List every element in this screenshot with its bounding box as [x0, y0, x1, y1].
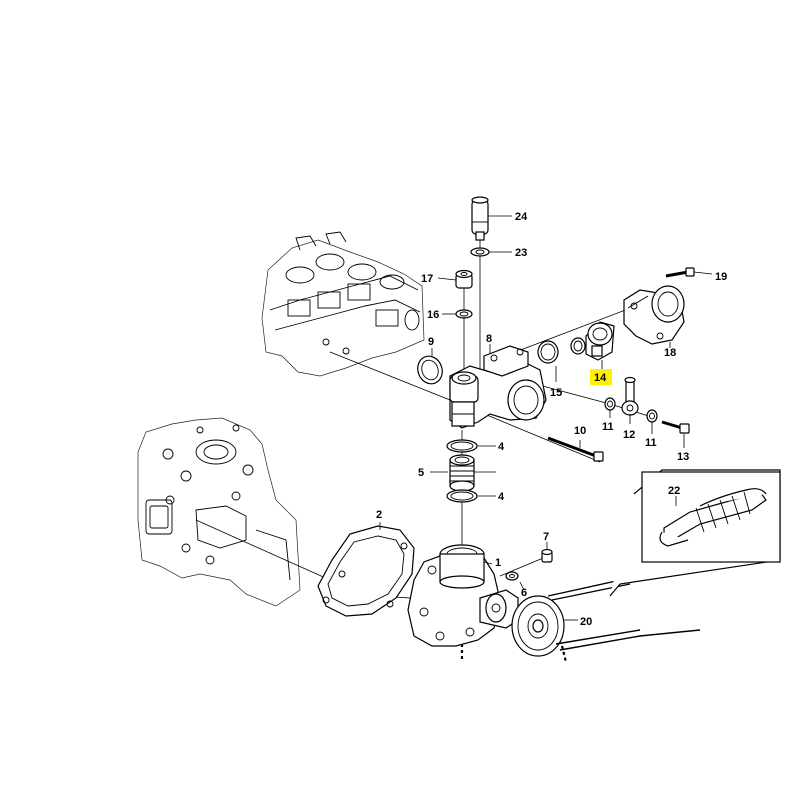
part-2-pump-gasket[interactable]: [317, 525, 415, 617]
callout-4-lower[interactable]: 4: [498, 491, 505, 503]
callout-24[interactable]: 24: [515, 211, 528, 223]
part-5-connecting-pipe[interactable]: [449, 454, 475, 492]
callout-5[interactable]: 5: [418, 467, 424, 479]
part-19-bolt[interactable]: [665, 267, 695, 278]
callout-20[interactable]: 20: [580, 616, 592, 628]
part-16-sealing-washer[interactable]: [455, 309, 473, 319]
callout-9[interactable]: 9: [428, 336, 434, 348]
callout-1[interactable]: 1: [495, 557, 501, 569]
callout-4-upper[interactable]: 4: [498, 441, 505, 453]
callout-19[interactable]: 19: [715, 271, 727, 283]
cylinder-head-outline: [261, 231, 425, 377]
callout-14[interactable]: 14: [594, 372, 607, 384]
part-15-o-ring[interactable]: [537, 340, 559, 364]
callout-7[interactable]: 7: [543, 531, 549, 543]
callout-17[interactable]: 17: [421, 273, 433, 285]
part-10-long-bolt[interactable]: [547, 436, 604, 462]
callout-8[interactable]: 8: [486, 333, 492, 345]
engine-block-outline: [137, 417, 301, 607]
callout-6[interactable]: 6: [521, 587, 527, 599]
centerline-dashes: [460, 644, 568, 663]
part-22-v-belt-detail[interactable]: [609, 469, 781, 597]
part-23-washer[interactable]: [470, 247, 490, 257]
callout-labels: 24 23 17 16 9 8 15 14 19 18 11 12 11 13 …: [376, 211, 727, 628]
callout-2[interactable]: 2: [376, 509, 382, 521]
callout-23[interactable]: 23: [515, 247, 527, 259]
part-4-o-ring-lower[interactable]: [446, 489, 478, 503]
part-13-bolt[interactable]: [661, 420, 690, 434]
part-14-thermostat[interactable]: [570, 321, 615, 361]
callout-10[interactable]: 10: [574, 425, 586, 437]
part-24-temperature-sensor[interactable]: [471, 196, 489, 241]
callout-16[interactable]: 16: [427, 309, 439, 321]
callout-18[interactable]: 18: [664, 347, 676, 359]
callout-leaders: [379, 215, 713, 621]
callout-11-left[interactable]: 11: [602, 421, 614, 433]
part-17-plug[interactable]: [455, 269, 473, 289]
part-4-o-ring-upper[interactable]: [446, 439, 478, 453]
part-20-pulley[interactable]: [511, 595, 565, 657]
highlight-marker-14: [590, 369, 612, 385]
part-18-outlet-elbow[interactable]: [623, 285, 685, 345]
part-11-washer-right[interactable]: [646, 409, 658, 423]
part-9-o-ring[interactable]: [414, 353, 446, 388]
drive-belt-strands: [547, 573, 701, 651]
callout-13[interactable]: 13: [677, 451, 689, 463]
part-7-bolt[interactable]: [541, 548, 553, 563]
part-11-washer-left[interactable]: [604, 397, 616, 411]
part-12-banjo-fitting[interactable]: [621, 376, 639, 416]
part-6-washer[interactable]: [505, 571, 519, 581]
callout-15[interactable]: 15: [550, 387, 562, 399]
callout-11-right[interactable]: 11: [645, 437, 657, 449]
callout-12[interactable]: 12: [623, 429, 635, 441]
part-1-water-pump[interactable]: [407, 544, 519, 647]
callout-22[interactable]: 22: [668, 485, 680, 497]
part-8-thermostat-housing[interactable]: [449, 345, 547, 429]
